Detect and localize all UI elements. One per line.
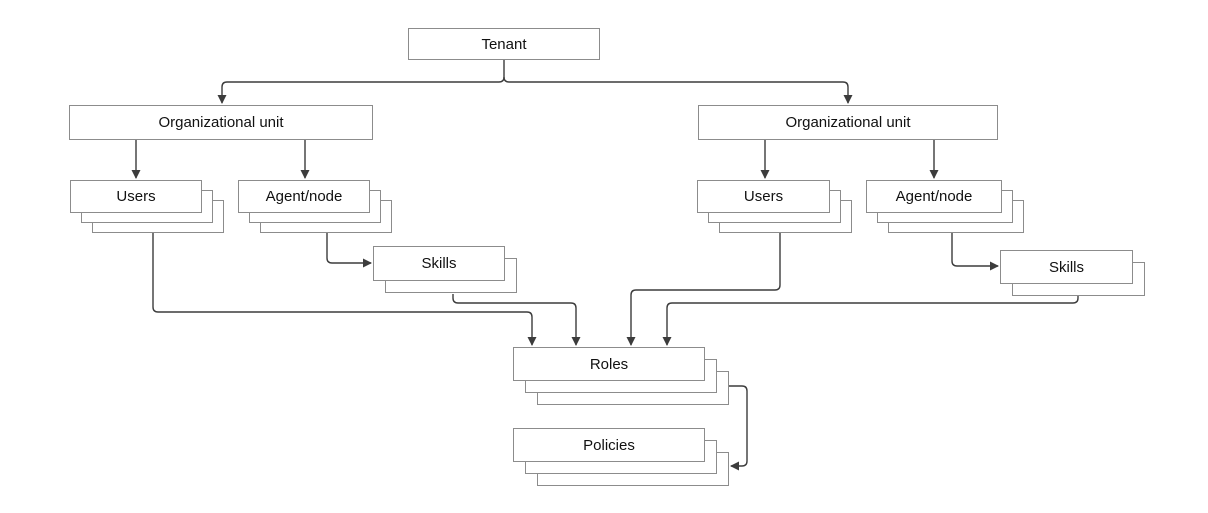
node-roles: Roles <box>513 347 729 405</box>
node-roles-label: Roles <box>513 347 705 381</box>
edge-skills-right-roles <box>662 296 1079 346</box>
node-users-right: Users <box>697 180 852 233</box>
node-skills-left: Skills <box>373 246 517 293</box>
node-tenant-label: Tenant <box>481 35 527 53</box>
edge-roles-policies <box>729 385 748 471</box>
edge-agent-node-right-skills-right <box>951 233 999 271</box>
node-agent-node-right-label: Agent/node <box>866 180 1002 213</box>
node-org-unit-left-label: Organizational unit <box>158 114 284 131</box>
edge-users-right-roles <box>626 233 781 346</box>
node-users-right-label: Users <box>697 180 830 213</box>
node-users-left: Users <box>70 180 224 233</box>
node-org-unit-right: Organizational unit <box>698 105 998 140</box>
edge-tenant-org-unit-left <box>217 60 505 104</box>
node-agent-node-left: Agent/node <box>238 180 392 233</box>
node-agent-node-right: Agent/node <box>866 180 1024 233</box>
node-skills-right-label: Skills <box>1000 250 1133 284</box>
node-skills-left-label: Skills <box>373 246 505 281</box>
node-skills-right: Skills <box>1000 250 1145 296</box>
node-agent-node-left-label: Agent/node <box>238 180 370 213</box>
node-org-unit-left: Organizational unit <box>69 105 373 140</box>
node-tenant: Tenant <box>408 28 600 60</box>
node-policies-label: Policies <box>513 428 705 462</box>
node-org-unit-right-label: Organizational unit <box>785 114 911 131</box>
edge-skills-left-roles <box>452 294 581 346</box>
edge-tenant-org-unit-right <box>503 76 853 104</box>
edge-agent-node-left-skills-left <box>326 233 372 268</box>
node-policies: Policies <box>513 428 729 486</box>
node-users-left-label: Users <box>70 180 202 213</box>
